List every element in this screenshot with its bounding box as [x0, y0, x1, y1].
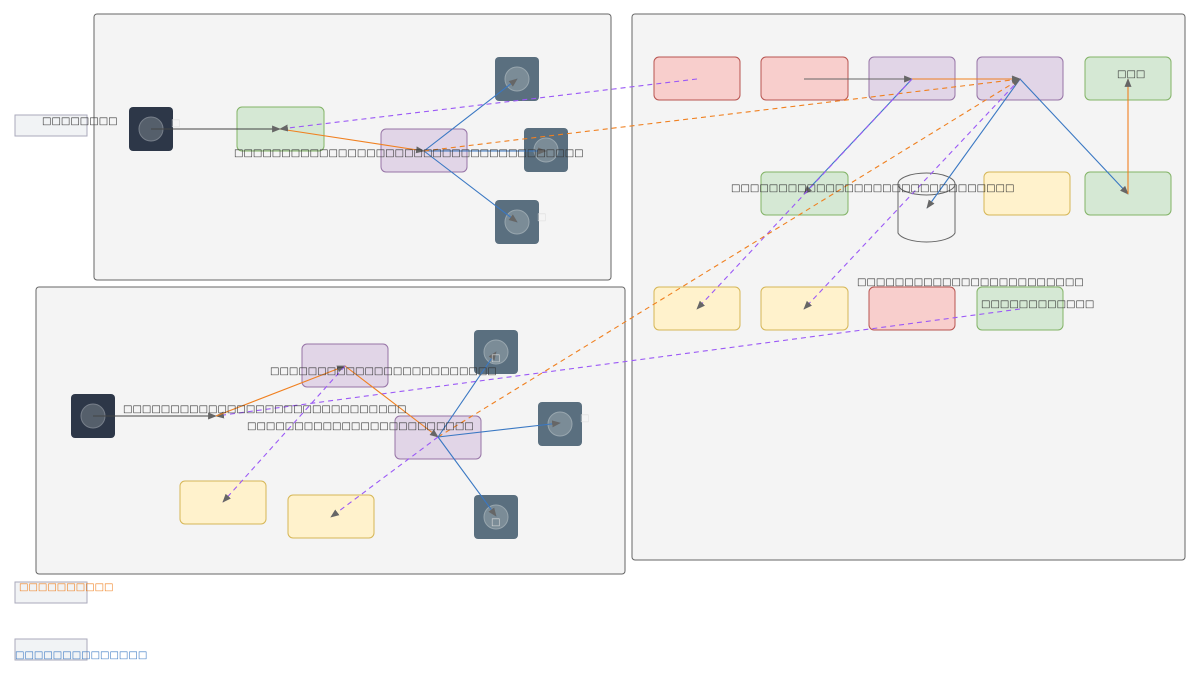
legend-label-2: □□□□□□□□□□ [19, 582, 113, 593]
a-edge-label: □□□□□□□□□□□□□□□□□□□□□□□□□□□□□□□□□□□□□ [234, 148, 584, 159]
legend-box-2 [14, 581, 88, 604]
edge-c-purple2-slate2[interactable] [437, 420, 561, 438]
b-green-bottom-label: □□□□□□□□□□□□ [981, 299, 1094, 310]
edge-c-purple1-yellow1[interactable] [222, 365, 346, 503]
edge-c-purple2-b-purple2[interactable] [437, 78, 1021, 438]
b-yellow-node-1[interactable] [653, 286, 741, 331]
edge-b-red1-a-green[interactable] [279, 78, 698, 132]
b-red-node-1[interactable] [653, 56, 741, 101]
edge-c-purple2-slate1[interactable] [437, 351, 497, 438]
edge-a-green-purple[interactable] [279, 128, 425, 154]
c-slate2-label: □ [580, 413, 589, 424]
edge-b-purple2-yellow2[interactable] [803, 78, 1021, 310]
c-edge-label-1: □□□□□□□□□□□□□□□□□□□□□□□□ [270, 366, 497, 377]
b-green-node-bottom[interactable] [976, 286, 1064, 331]
edge-c-to-purple1[interactable] [215, 365, 346, 417]
group-a [93, 13, 612, 281]
edge-b-green-bottom-c[interactable] [215, 308, 1021, 419]
b-red-node-3[interactable] [868, 286, 956, 331]
edge-b-purple2-database[interactable] [926, 78, 1021, 209]
b-yellow-node-mid[interactable] [983, 171, 1071, 216]
edge-b-purple1-green-mid[interactable] [803, 78, 913, 195]
legend-label-1: □□□□□□□□ [42, 116, 118, 127]
edge-c-purple2-yellow2[interactable] [330, 436, 439, 518]
legend-box-1 [14, 114, 88, 137]
b-edge-label-2: □□□□□□□□□□□□□□□□□□□□□□□□ [857, 277, 1084, 288]
edge-a-purple-slate1[interactable] [423, 78, 518, 152]
legend: □□□□□□□□ □□□□□□□□□□ □□□□□□□□□□□□□□ [14, 114, 147, 661]
b-edge-label-1: □□□□□□□□□□□□□□□□□□□□□□□□□□□□□□ [731, 183, 1014, 194]
edge-b-purple2-green-right[interactable] [1019, 78, 1129, 195]
b-yellow-node-2[interactable] [760, 286, 849, 331]
c-purple-node-1[interactable] [301, 343, 389, 388]
labels: □ □□□□□□□□□□□□□□□□□□□□□□□□□□□□□□□□□□□□□ … [123, 69, 1145, 528]
b-green-top-label: □□□ [1117, 69, 1145, 80]
edges [93, 75, 1132, 518]
c-edge-label-2: □□□□□□□□□□□□□□□□□□□□□□□□□□□□□□ [123, 404, 406, 415]
edge-a-purple-b-purple2[interactable] [423, 76, 1021, 152]
a-slate3-label: □ [537, 212, 546, 223]
edge-c-purple1-purple2[interactable] [344, 365, 439, 438]
edge-b-purple1-yellow1[interactable] [696, 78, 913, 310]
c-slate3-label: □ [491, 517, 500, 528]
c-edge-label-3: □□□□□□□□□□□□□□□□□□□□□□□□ [247, 421, 474, 432]
c-slate1-label: □ [491, 353, 500, 364]
legend-label-3: □□□□□□□□□□□□□□ [15, 650, 147, 661]
c-yellow-node-2[interactable] [287, 494, 375, 539]
edge-a-purple-slate3[interactable] [423, 150, 518, 223]
edge-c-purple2-slate3[interactable] [437, 436, 497, 517]
c-yellow-node-1[interactable] [179, 480, 267, 525]
a-source-label: □ [171, 118, 180, 129]
legend-box-3 [14, 638, 88, 661]
